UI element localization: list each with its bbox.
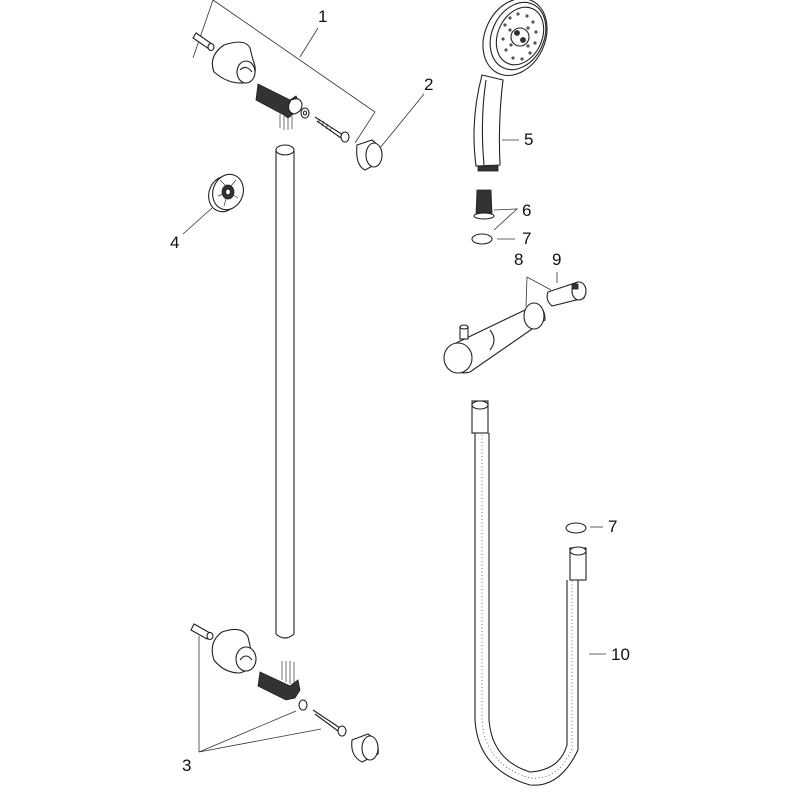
- lower-washer: [298, 699, 308, 711]
- callout-label-7-lower: 7: [608, 517, 618, 536]
- callout-label-7-upper: 7: [522, 229, 532, 248]
- upper-cone-base: [211, 41, 256, 84]
- rosette-part-4: [182, 173, 244, 235]
- slider-part-8: [443, 276, 552, 374]
- callout-label-5: 5: [524, 130, 534, 149]
- lower-swivel-joint: [257, 661, 301, 701]
- hand-shower-part-5: [473, 0, 548, 172]
- upper-pin: [192, 32, 215, 52]
- lower-bracket-assembly: [190, 623, 379, 763]
- lower-pin: [190, 623, 214, 641]
- upper-screw: [314, 116, 350, 143]
- callout-1-bracket-lines: [192, 0, 376, 144]
- lower-cap: [351, 733, 379, 763]
- end-cap-part-2: [356, 93, 425, 171]
- o-ring-upper: [471, 233, 493, 245]
- shower-hose-part-10: [471, 400, 606, 786]
- callout-label-10: 10: [611, 645, 630, 664]
- callout-label-3: 3: [182, 756, 192, 775]
- lower-screw: [312, 709, 347, 737]
- connector-part-6: [473, 189, 519, 231]
- holder-part-9: [546, 272, 587, 307]
- callout-label-2: 2: [424, 75, 434, 94]
- shower-rail: [275, 144, 295, 639]
- upper-bracket-assembly: [192, 32, 350, 143]
- callout-label-4: 4: [170, 233, 180, 252]
- callout-label-1: 1: [318, 7, 328, 26]
- callout-label-6: 6: [522, 201, 532, 220]
- upper-washer: [300, 107, 310, 119]
- upper-swivel-joint: [255, 83, 303, 130]
- o-ring-lower: [565, 522, 587, 534]
- callout-label-9: 9: [552, 250, 562, 269]
- callout-label-8: 8: [514, 250, 524, 269]
- lower-cone-base: [211, 628, 257, 674]
